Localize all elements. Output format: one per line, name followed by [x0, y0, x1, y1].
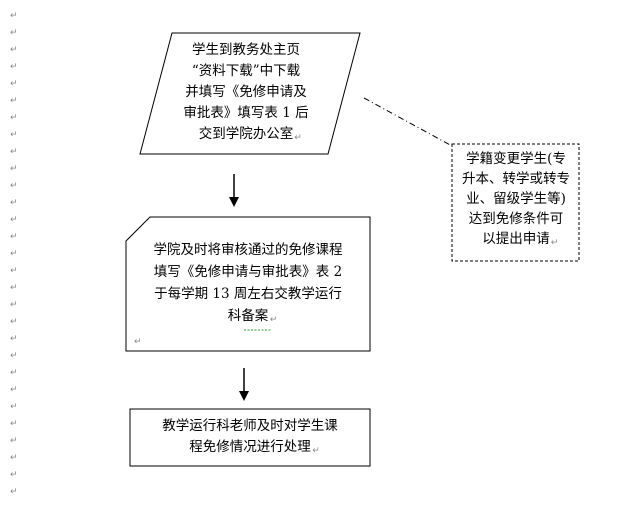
paragraph-mark: ↵ — [10, 28, 18, 38]
step2-line: 于每学期 13 周左右交教学运行 — [154, 285, 342, 302]
note-shape — [451, 143, 580, 262]
paragraph-mark: ↵ — [10, 198, 18, 208]
paragraph-mark: ↵ — [10, 232, 18, 242]
step1-line: 审批表》填写表 1 后 — [183, 105, 308, 121]
paragraph-mark: ↵ — [10, 300, 18, 310]
step1-shape — [139, 32, 361, 155]
paragraph-mark: ↵ — [270, 315, 278, 325]
arrow-step2-to-step3 — [239, 368, 249, 401]
paragraph-mark: ↵ — [134, 337, 142, 347]
paragraph-mark: ↵ — [10, 283, 18, 293]
step2-line: 科备案 — [228, 307, 269, 324]
paragraph-mark: ↵ — [10, 215, 18, 225]
paragraph-mark: ↵ — [10, 181, 18, 191]
step3-shape — [129, 408, 371, 467]
step2-shape — [125, 216, 371, 352]
note-line: 学籍变更学生(专 — [466, 150, 566, 167]
step2-line: 学院及时将审核通过的免修课程 — [154, 242, 343, 258]
paragraph-mark: ↵ — [10, 11, 18, 21]
paragraph-marks-column: ↵ ↵ ↵ ↵ ↵ ↵ ↵ ↵ ↵ ↵ ↵ ↵ ↵ ↵ ↵ ↵ ↵ ↵ ↵ ↵ ↵ ↵ ↵ ↵ ↵ ↵ ↵ ↵ ↵ — [10, 11, 18, 497]
step1-line: 学生到教务处主页 — [192, 42, 300, 58]
paragraph-mark: ↵ — [10, 487, 18, 497]
paragraph-mark: ↵ — [10, 402, 18, 412]
paragraph-mark: ↵ — [10, 249, 18, 259]
paragraph-mark: ↵ — [10, 164, 18, 174]
paragraph-mark: ↵ — [10, 385, 18, 395]
paragraph-mark: ↵ — [312, 446, 320, 456]
arrow-step1-to-step2 — [229, 174, 239, 207]
paragraph-mark: ↵ — [10, 130, 18, 140]
paragraph-mark: ↵ — [551, 238, 559, 248]
step1-line: 交到学院办公室 — [199, 125, 294, 142]
step1-line: “资料下载”中下载 — [192, 63, 300, 79]
paragraph-mark: ↵ — [10, 96, 18, 106]
paragraph-mark: ↵ — [10, 368, 18, 378]
paragraph-mark: ↵ — [10, 470, 18, 480]
paragraph-mark: ↵ — [10, 419, 18, 429]
note-line: 达到免修条件可 — [469, 210, 564, 227]
note-line: 以提出申请 — [482, 231, 550, 247]
paragraph-mark: ↵ — [10, 351, 18, 361]
step1-line: 并填写《免修申请及 — [185, 84, 307, 100]
paragraph-mark: ↵ — [10, 113, 18, 123]
step2-line: 填写《免修申请与审批表》表 2 — [154, 264, 342, 280]
paragraph-mark: ↵ — [10, 453, 18, 463]
note-connector-line — [363, 97, 453, 147]
paragraph-mark: ↵ — [10, 62, 18, 72]
paragraph-mark: ↵ — [10, 266, 18, 276]
paragraph-mark: ↵ — [10, 334, 18, 344]
paragraph-mark: ↵ — [10, 45, 18, 55]
note-line: 升本、转学或转专 — [462, 171, 570, 187]
note-line: 业、留级学生等) — [466, 190, 566, 207]
step3-line: 教学运行科老师及时对学生课 — [162, 418, 338, 434]
paragraph-mark: ↵ — [294, 133, 302, 143]
step3-line: 程免修情况进行处理 — [189, 439, 311, 455]
paragraph-mark: ↵ — [10, 147, 18, 157]
paragraph-mark: ↵ — [10, 436, 18, 446]
paragraph-mark: ↵ — [10, 317, 18, 327]
paragraph-mark: ↵ — [10, 79, 18, 89]
